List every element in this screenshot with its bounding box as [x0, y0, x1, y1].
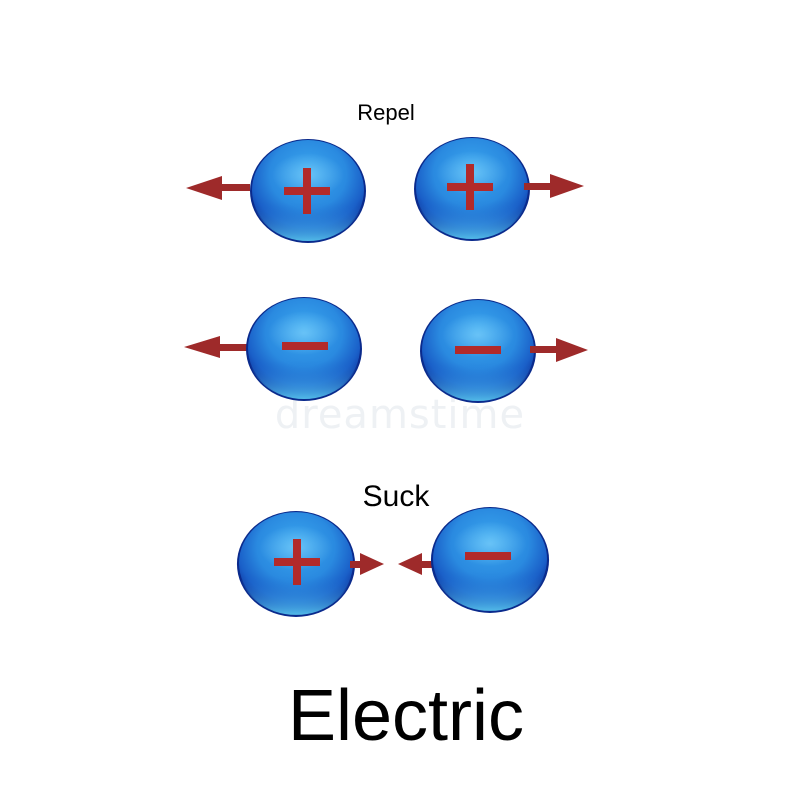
negative-sphere [430, 507, 550, 613]
plus-icon [447, 164, 493, 210]
minus-icon [465, 552, 511, 560]
positive-sphere [250, 139, 366, 243]
positive-sphere [236, 511, 356, 617]
diagram-title: Electric [288, 676, 524, 756]
repel-label: Repel [357, 100, 414, 125]
negative-sphere [420, 299, 536, 403]
right-arrow-icon [530, 338, 588, 362]
minus-icon [455, 346, 501, 354]
plus-icon [284, 168, 330, 214]
left-arrow-icon [398, 553, 434, 575]
repel-row-positive [186, 137, 584, 243]
plus-icon [274, 539, 320, 585]
right-arrow-icon [524, 174, 584, 198]
left-arrow-icon [186, 176, 250, 200]
repel-row-negative [184, 297, 588, 403]
suck-label: Suck [363, 480, 431, 513]
negative-sphere [246, 297, 362, 401]
right-arrow-icon [350, 553, 384, 575]
minus-icon [282, 342, 328, 350]
positive-sphere [414, 137, 530, 241]
left-arrow-icon [184, 336, 250, 358]
attract-row [236, 507, 550, 617]
